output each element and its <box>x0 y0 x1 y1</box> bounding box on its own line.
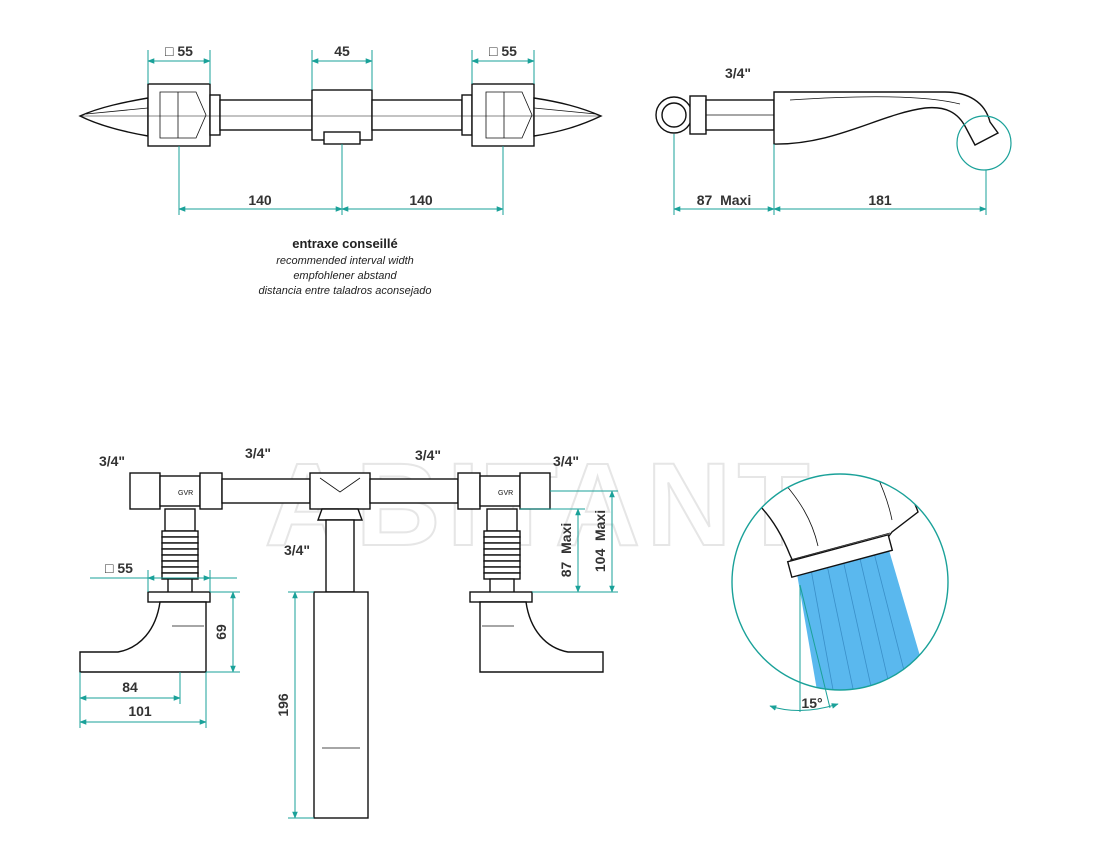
thread-label-center: 3/4" <box>284 542 310 558</box>
dim-handle-square: □ 55 <box>105 560 133 576</box>
caption-en: recommended interval width <box>276 255 414 267</box>
right-pipe <box>371 99 463 131</box>
thread-label-mid-left: 3/4" <box>245 445 271 461</box>
spout-detail-callout <box>956 115 1012 171</box>
dim-handle-width-101: 101 <box>128 703 152 719</box>
dim-handle-width-84: 84 <box>122 679 138 695</box>
right-handle-profile <box>479 601 604 673</box>
left-handle-profile <box>79 601 207 673</box>
thread-label-far-right: 3/4" <box>553 453 579 469</box>
svg-text:GVR: GVR <box>498 490 513 497</box>
caption-block: entraxe conseillé recommended interval w… <box>258 236 431 297</box>
center-spout-box <box>313 591 369 819</box>
right-lever-outline <box>533 97 603 137</box>
dim-depth-104: 104 Maxi <box>592 510 608 572</box>
top-plan-view: □ 55 45 □ 55 140 140 <box>78 43 603 215</box>
dim-spout-height: 196 <box>275 693 291 717</box>
dim-depth-87: 87 Maxi <box>558 523 574 577</box>
side-thread-label: 3/4" <box>725 65 751 81</box>
dim-center-width: 45 <box>334 43 350 59</box>
dim-square-left: □ 55 <box>165 43 193 59</box>
side-spout-view: 3/4" 87 Maxi 181 <box>655 65 1012 215</box>
svg-text:GVR: GVR <box>178 490 193 497</box>
dim-interval-right: 140 <box>409 192 433 208</box>
spout-profile <box>773 91 1000 146</box>
caption-es: distancia entre taladros aconsejado <box>258 285 431 297</box>
caption-title: entraxe conseillé <box>292 236 398 251</box>
left-handle-housing <box>147 83 211 147</box>
thread-label-mid-right: 3/4" <box>415 447 441 463</box>
dim-spray-angle: 15° <box>801 695 822 711</box>
dim-interval-left: 140 <box>248 192 272 208</box>
thread-label-far-left: 3/4" <box>99 453 125 469</box>
dim-spout-length: 181 <box>868 192 892 208</box>
left-pipe <box>219 99 313 131</box>
detail-circle <box>731 473 949 691</box>
right-handle-housing <box>471 83 535 147</box>
dim-depth-max: 87 Maxi <box>697 192 751 208</box>
spray-stream <box>796 540 930 690</box>
caption-de: empfohlener abstand <box>293 270 397 282</box>
dim-handle-height: 69 <box>213 624 229 640</box>
front-elevation-view: GVR GVR <box>79 445 618 819</box>
dim-square-right: □ 55 <box>489 43 517 59</box>
left-lever-outline <box>78 97 149 137</box>
